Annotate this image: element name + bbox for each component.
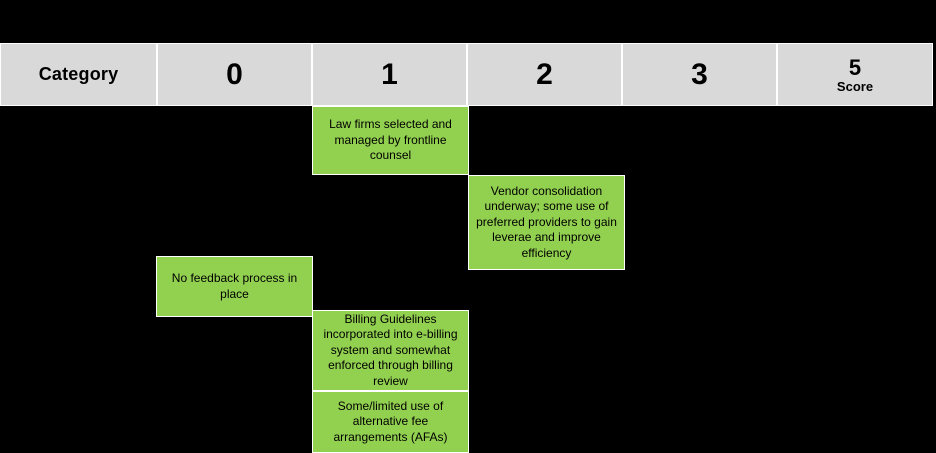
header-cell-2: 2: [467, 43, 622, 106]
header-cell-score: 5 Score: [777, 43, 933, 106]
header-cell-3: 3: [622, 43, 777, 106]
table-header-row: Category 0 1 2 3 5 Score: [0, 43, 936, 106]
cell-no-feedback-process: No feedback process in place: [156, 256, 313, 317]
header-score-0: 0: [226, 57, 243, 91]
cell-vendor-consolidation: Vendor consolidation underway; some use …: [468, 175, 625, 270]
header-score-2: 2: [536, 57, 553, 91]
cell-law-firms-selected: Law firms selected and managed by frontl…: [312, 106, 469, 175]
header-score-label: Score: [836, 78, 874, 94]
header-cell-category: Category: [0, 43, 157, 106]
header-category-label: Category: [38, 64, 119, 84]
cell-billing-guidelines: Billing Guidelines incorporated into e-b…: [312, 310, 469, 391]
matrix-body: Law firms selected and managed by frontl…: [0, 106, 936, 453]
header-cell-1: 1: [312, 43, 467, 106]
cell-afa-use: Some/limited use of alternative fee arra…: [312, 391, 469, 453]
header-score-1: 1: [381, 57, 398, 91]
header-cell-0: 0: [157, 43, 312, 106]
header-score-3: 3: [691, 57, 708, 91]
header-score-5: 5: [848, 54, 862, 80]
